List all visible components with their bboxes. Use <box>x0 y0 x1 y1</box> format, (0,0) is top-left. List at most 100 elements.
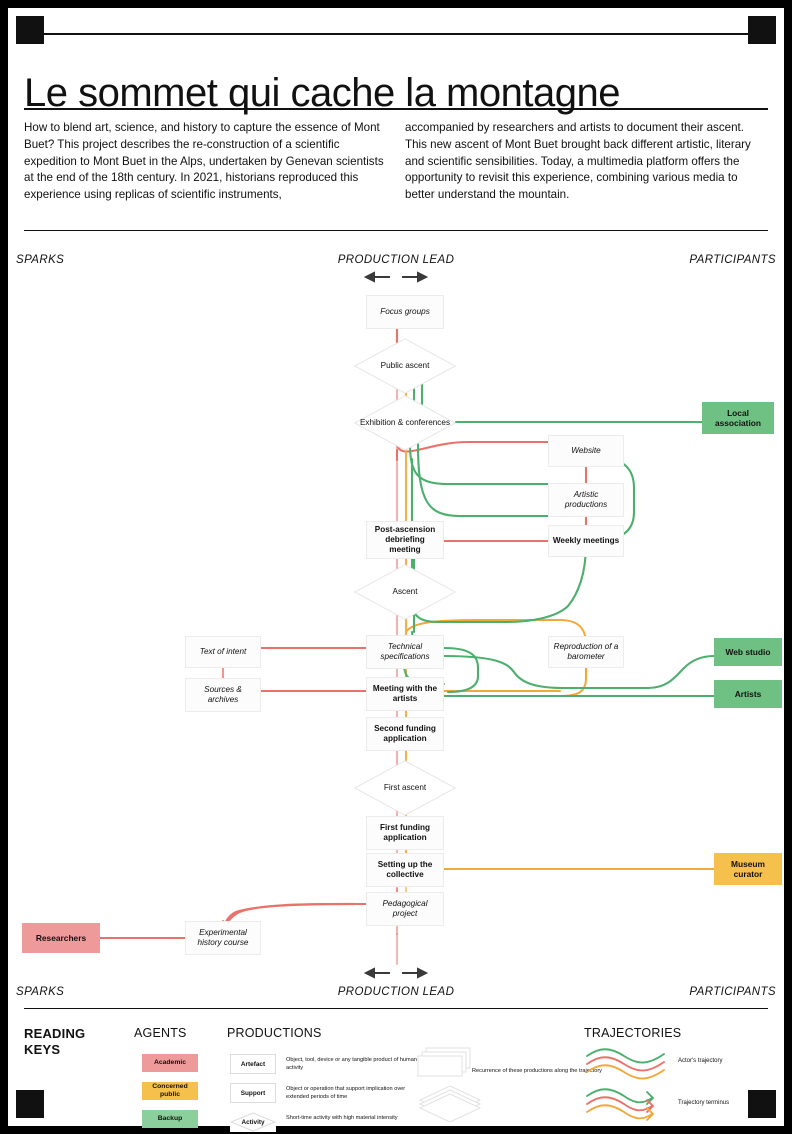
node-weekly-meetings[interactable]: Weekly meetings <box>548 525 624 557</box>
production-lead-arrows-top <box>356 270 436 284</box>
node-second-funding[interactable]: Second funding application <box>366 717 444 751</box>
legend-heading-productions: PRODUCTIONS <box>227 1026 322 1040</box>
corner-mark-bottom-right <box>748 1090 776 1118</box>
legend-agent-label: Backup <box>157 1115 183 1123</box>
legend-heading-agents: AGENTS <box>134 1026 187 1040</box>
node-text-of-intent[interactable]: Text of intent <box>185 636 261 668</box>
axis-label-participants-bottom: PARTICIPANTS <box>689 986 776 998</box>
production-lead-arrows-bottom <box>356 966 436 980</box>
axis-label-sparks-top: SPARKS <box>16 254 65 266</box>
axis-label-production-bottom: PRODUCTION LEAD <box>337 986 455 998</box>
intro-paragraph-right: accompanied by researchers and artists t… <box>405 121 751 202</box>
axis-label-participants-top: PARTICIPANTS <box>689 254 776 266</box>
reading-keys-title-line1: READING <box>24 1026 86 1041</box>
node-label: First ascent <box>383 783 427 792</box>
corner-mark-top-left <box>16 16 44 44</box>
axis-label-production-top: PRODUCTION LEAD <box>337 254 455 266</box>
node-label: Setting up the collective <box>377 860 433 879</box>
node-museum-curator[interactable]: Museum curator <box>714 853 782 885</box>
axis-label-sparks-bottom: SPARKS <box>16 986 65 998</box>
node-setting-up-collective[interactable]: Setting up the collective <box>366 853 444 887</box>
node-local-association[interactable]: Local association <box>702 402 774 434</box>
legend-agent-concerned-public: Concerned public <box>142 1082 198 1100</box>
divider-top <box>24 33 768 35</box>
node-label: Exhibition & conferences <box>359 418 451 427</box>
node-experimental-history[interactable]: Experimental history course <box>185 921 261 955</box>
node-website[interactable]: Website <box>548 435 624 467</box>
stacked-rects-icon <box>417 1047 471 1077</box>
node-meeting-artists[interactable]: Meeting with the artists <box>366 677 444 711</box>
activity-diamond-icon <box>354 760 456 816</box>
divider-under-title <box>24 108 768 110</box>
legend-production-desc: Object, tool, device or any tangible pro… <box>286 1057 417 1071</box>
node-ascent[interactable]: Ascent <box>354 564 456 620</box>
node-label: Sources & archives <box>204 685 242 704</box>
activity-diamond-icon <box>354 564 456 620</box>
stacked-diamonds-icon <box>418 1085 482 1122</box>
reading-keys-title: READING KEYS <box>24 1026 85 1059</box>
node-label: Focus groups <box>380 307 430 316</box>
node-first-funding[interactable]: First funding application <box>366 816 444 850</box>
legend-production-label: Support <box>240 1089 266 1097</box>
node-web-studio[interactable]: Web studio <box>714 638 782 666</box>
legend-production-label: Activity <box>241 1118 265 1126</box>
legend-agent-academic: Academic <box>142 1054 198 1072</box>
trajectory-terminus-icon <box>586 1088 655 1121</box>
node-researchers[interactable]: Researchers <box>22 923 100 953</box>
node-label: Second funding application <box>374 724 436 743</box>
poster-sheet: Le sommet qui cache la montagne How to b… <box>8 8 784 1132</box>
node-post-ascension[interactable]: Post-ascension debriefing meeting <box>366 521 444 559</box>
corner-mark-bottom-left <box>16 1090 44 1118</box>
node-label: Museum curator <box>731 858 765 879</box>
node-first-ascent[interactable]: First ascent <box>354 760 456 816</box>
activity-diamond-icon <box>230 1112 276 1132</box>
legend-production-artefact: Artefact <box>230 1054 276 1074</box>
page-title: Le sommet qui cache la montagne <box>24 70 620 115</box>
legend-production-label: Artefact <box>240 1060 266 1068</box>
legend-agent-backup: Backup <box>142 1110 198 1128</box>
node-label: Public ascent <box>380 361 430 370</box>
node-pedagogical-project[interactable]: Pedagogical project <box>366 892 444 926</box>
legend-production-desc: Object or operation that support implica… <box>286 1086 406 1100</box>
legend-trajectory-terminus-label: Trajectory terminus <box>678 1100 730 1106</box>
node-reproduction-barometer[interactable]: Reproduction of a barometer <box>548 636 624 668</box>
node-label: Reproduction of a barometer <box>553 642 619 661</box>
legend-heading-trajectories: TRAJECTORIES <box>584 1026 682 1040</box>
node-sources-archives[interactable]: Sources & archives <box>185 678 261 712</box>
legend-recurrence-desc: Recurrence of these productions along th… <box>472 1068 602 1074</box>
intro-paragraph-left: How to blend art, science, and history t… <box>24 121 384 202</box>
divider-above-keys <box>24 1008 768 1009</box>
node-label: Web studio <box>725 646 771 657</box>
node-label: Meeting with the artists <box>372 684 438 703</box>
trajectory-diagram: SPARKS PRODUCTION LEAD PARTICIPANTS SPAR… <box>8 244 784 1004</box>
legend-agent-label: Academic <box>153 1059 187 1067</box>
legend-production-activity: Activity <box>230 1112 276 1132</box>
legend-production-desc: Short-time activity with high material i… <box>286 1115 398 1121</box>
activity-diamond-icon <box>354 338 456 394</box>
node-technical-specifications[interactable]: Technical specifications <box>366 635 444 669</box>
node-label: Pedagogical project <box>382 899 428 918</box>
node-artists[interactable]: Artists <box>714 680 782 708</box>
node-label: Website <box>571 446 601 455</box>
node-label: Researchers <box>35 932 87 943</box>
node-exhibition-conferences[interactable]: Exhibition & conferences <box>354 395 456 451</box>
corner-mark-top-right <box>748 16 776 44</box>
reading-keys: READING KEYS AGENTS PRODUCTIONS TRAJECTO… <box>24 1014 768 1132</box>
node-label: Post-ascension debriefing meeting <box>374 525 436 554</box>
intro-text: How to blend art, science, and history t… <box>24 120 768 204</box>
node-public-ascent[interactable]: Public ascent <box>354 338 456 394</box>
node-label: Experimental history course <box>197 928 249 947</box>
node-artistic-productions[interactable]: Artistic productions <box>548 483 624 517</box>
node-label: Artistic productions <box>564 490 608 509</box>
legend-agent-label: Concerned public <box>152 1083 188 1098</box>
activity-diamond-icon <box>354 395 456 451</box>
node-label: Technical specifications <box>380 642 430 661</box>
node-label: Text of intent <box>199 647 247 656</box>
reading-keys-title-line2: KEYS <box>24 1042 61 1058</box>
node-focus-groups[interactable]: Focus groups <box>366 295 444 329</box>
node-label: Ascent <box>392 587 418 596</box>
node-label: Weekly meetings <box>552 536 620 545</box>
legend-production-support: Support <box>230 1083 276 1103</box>
divider-under-intro <box>24 230 768 231</box>
